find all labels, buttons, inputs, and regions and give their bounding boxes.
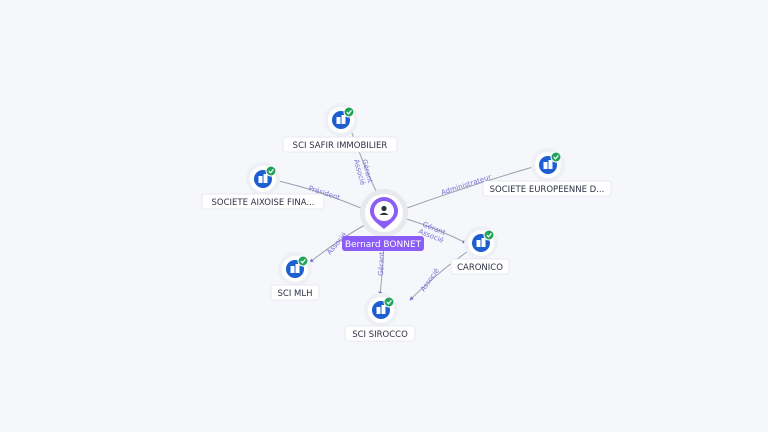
building-icon [543,160,553,169]
building-icon [476,238,486,247]
verified-check-icon [383,296,395,308]
company-label-europeenne[interactable]: SOCIETE EUROPEENNE D... [482,180,612,197]
svg-text:SCI MLH: SCI MLH [277,289,312,299]
company-node-europeenne[interactable] [531,148,565,182]
company-label-aixoise[interactable]: SOCIETE AIXOISE FINA... [201,193,325,210]
company-node-aixoise[interactable] [246,162,280,196]
edge-caronico-sirocco [409,249,471,301]
svg-text:SCI SIROCCO: SCI SIROCCO [352,330,408,340]
svg-text:SOCIETE AIXOISE FINA...: SOCIETE AIXOISE FINA... [212,198,315,208]
company-node-sirocco[interactable] [364,293,398,327]
edge-label-caronico-sirocco-associe: Associé [419,267,441,293]
building-icon [376,305,386,314]
company-label-caronico[interactable]: CARONICO [450,258,510,275]
person-icon [379,205,389,215]
svg-text:SOCIETE EUROPEENNE D...: SOCIETE EUROPEENNE D... [490,185,605,195]
building-icon [258,174,268,183]
edge-europeenne [395,163,541,213]
company-node-caronico[interactable] [464,226,498,260]
center-person-label: Bernard BONNET [345,240,422,250]
company-label-sirocco[interactable]: SCI SIROCCO [344,325,416,342]
verified-check-icon [265,165,277,177]
edge-aixoise [273,178,371,213]
svg-text:SCI SAFIR IMMOBILIER: SCI SAFIR IMMOBILIER [293,141,388,151]
svg-text:CARONICO: CARONICO [457,263,503,273]
verified-check-icon [550,151,562,163]
verified-check-icon [483,229,495,241]
company-node-safir[interactable] [324,103,358,137]
verified-check-icon [343,106,355,118]
company-node-mlh[interactable] [278,252,312,286]
building-icon [290,264,300,273]
building-icon [336,115,346,124]
company-label-safir[interactable]: SCI SAFIR IMMOBILIER [282,136,398,153]
verified-check-icon [297,255,309,267]
center-person-node[interactable]: Bernard BONNET [342,189,424,251]
company-label-mlh[interactable]: SCI MLH [270,284,320,301]
edge-label-sirocco-gerant: Gérant [377,251,386,276]
